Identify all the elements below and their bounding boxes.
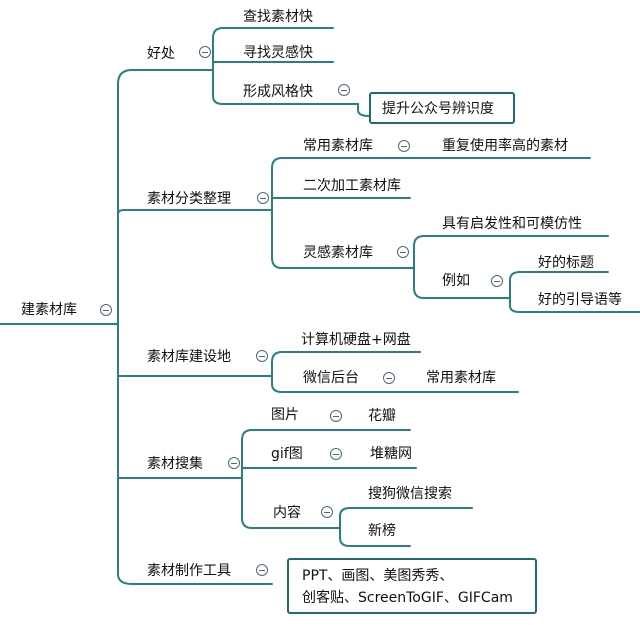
node-tools-list[interactable]: PPT、画图、美图秀秀、 创客贴、ScreenToGIF、GIFCam (287, 558, 537, 614)
node-gif[interactable]: gif图 (271, 446, 303, 462)
node-find-material[interactable]: 查找素材快 (243, 9, 313, 25)
node-form-style[interactable]: 形成风格快 (243, 84, 313, 100)
connector-line (339, 527, 411, 547)
collapse-minus-icon[interactable] (256, 350, 268, 362)
collapse-minus-icon[interactable] (398, 140, 410, 152)
node-duitang[interactable]: 堆糖网 (370, 446, 412, 462)
collapse-minus-icon[interactable] (228, 457, 240, 469)
collapse-minus-icon[interactable] (100, 304, 112, 316)
connector-line (117, 69, 214, 325)
node-find-inspiration[interactable]: 寻找灵感快 (243, 45, 313, 61)
connector-line (509, 297, 640, 313)
collapse-minus-icon[interactable] (330, 410, 342, 422)
node-wechat-backend[interactable]: 微信后台 (303, 370, 359, 386)
connector-line (212, 69, 359, 105)
node-brand-recognition[interactable]: 提升公众号辨识度 (369, 92, 515, 124)
collapse-minus-icon[interactable] (383, 372, 395, 384)
connector-line (413, 235, 609, 269)
node-tools[interactable]: 素材制作工具 (147, 563, 231, 579)
node-common-library[interactable]: 常用素材库 (303, 138, 373, 154)
node-wechat-common[interactable]: 常用素材库 (426, 370, 496, 386)
connector-line (241, 477, 341, 529)
collapse-minus-icon[interactable] (338, 84, 350, 96)
tools-line-1: PPT、画图、美图秀秀、 (302, 568, 454, 584)
connector-line (509, 271, 609, 299)
connector-line (271, 375, 401, 393)
node-images[interactable]: 图片 (271, 407, 299, 423)
node-content[interactable]: 内容 (273, 505, 301, 521)
node-souji[interactable]: 素材搜集 (147, 456, 203, 472)
connector-line (271, 157, 415, 211)
node-common-desc[interactable]: 重复使用率高的素材 (442, 138, 568, 154)
collapse-minus-icon[interactable] (256, 564, 268, 576)
tools-line-2: 创客贴、ScreenToGIF、GIFCam (302, 590, 513, 606)
collapse-minus-icon[interactable] (491, 275, 503, 287)
collapse-minus-icon[interactable] (330, 448, 342, 460)
root-node[interactable]: 建素材库 (21, 302, 77, 318)
node-xinbang[interactable]: 新榜 (368, 523, 396, 539)
connector-line (117, 209, 273, 215)
node-good-intro[interactable]: 好的引导语等 (538, 292, 622, 308)
connector-line (212, 27, 334, 71)
node-inspiration-desc[interactable]: 具有启发性和可模仿性 (442, 216, 582, 232)
connector-line (413, 267, 511, 299)
node-fenlei[interactable]: 素材分类整理 (147, 191, 231, 207)
node-computer-disk[interactable]: 计算机硬盘+网盘 (301, 332, 411, 348)
connector-line (271, 209, 415, 269)
connector-line (339, 507, 473, 529)
collapse-minus-icon[interactable] (199, 46, 211, 58)
node-jianshedi[interactable]: 素材库建设地 (147, 349, 231, 365)
connector-line (357, 103, 370, 117)
node-inspiration-library[interactable]: 灵感素材库 (303, 245, 373, 261)
node-example[interactable]: 例如 (442, 273, 470, 289)
node-haochu[interactable]: 好处 (147, 46, 175, 62)
collapse-minus-icon[interactable] (257, 192, 269, 204)
connector-line (241, 429, 349, 479)
box-text: 提升公众号辨识度 (382, 101, 494, 117)
node-huaban[interactable]: 花瓣 (368, 408, 396, 424)
node-sogou-wechat[interactable]: 搜狗微信搜索 (368, 486, 452, 502)
node-good-title[interactable]: 好的标题 (538, 255, 594, 271)
node-secondary-library[interactable]: 二次加工素材库 (303, 178, 401, 194)
connector-line (271, 351, 421, 377)
collapse-minus-icon[interactable] (321, 506, 333, 518)
connector-line (117, 323, 273, 585)
collapse-minus-icon[interactable] (397, 246, 409, 258)
